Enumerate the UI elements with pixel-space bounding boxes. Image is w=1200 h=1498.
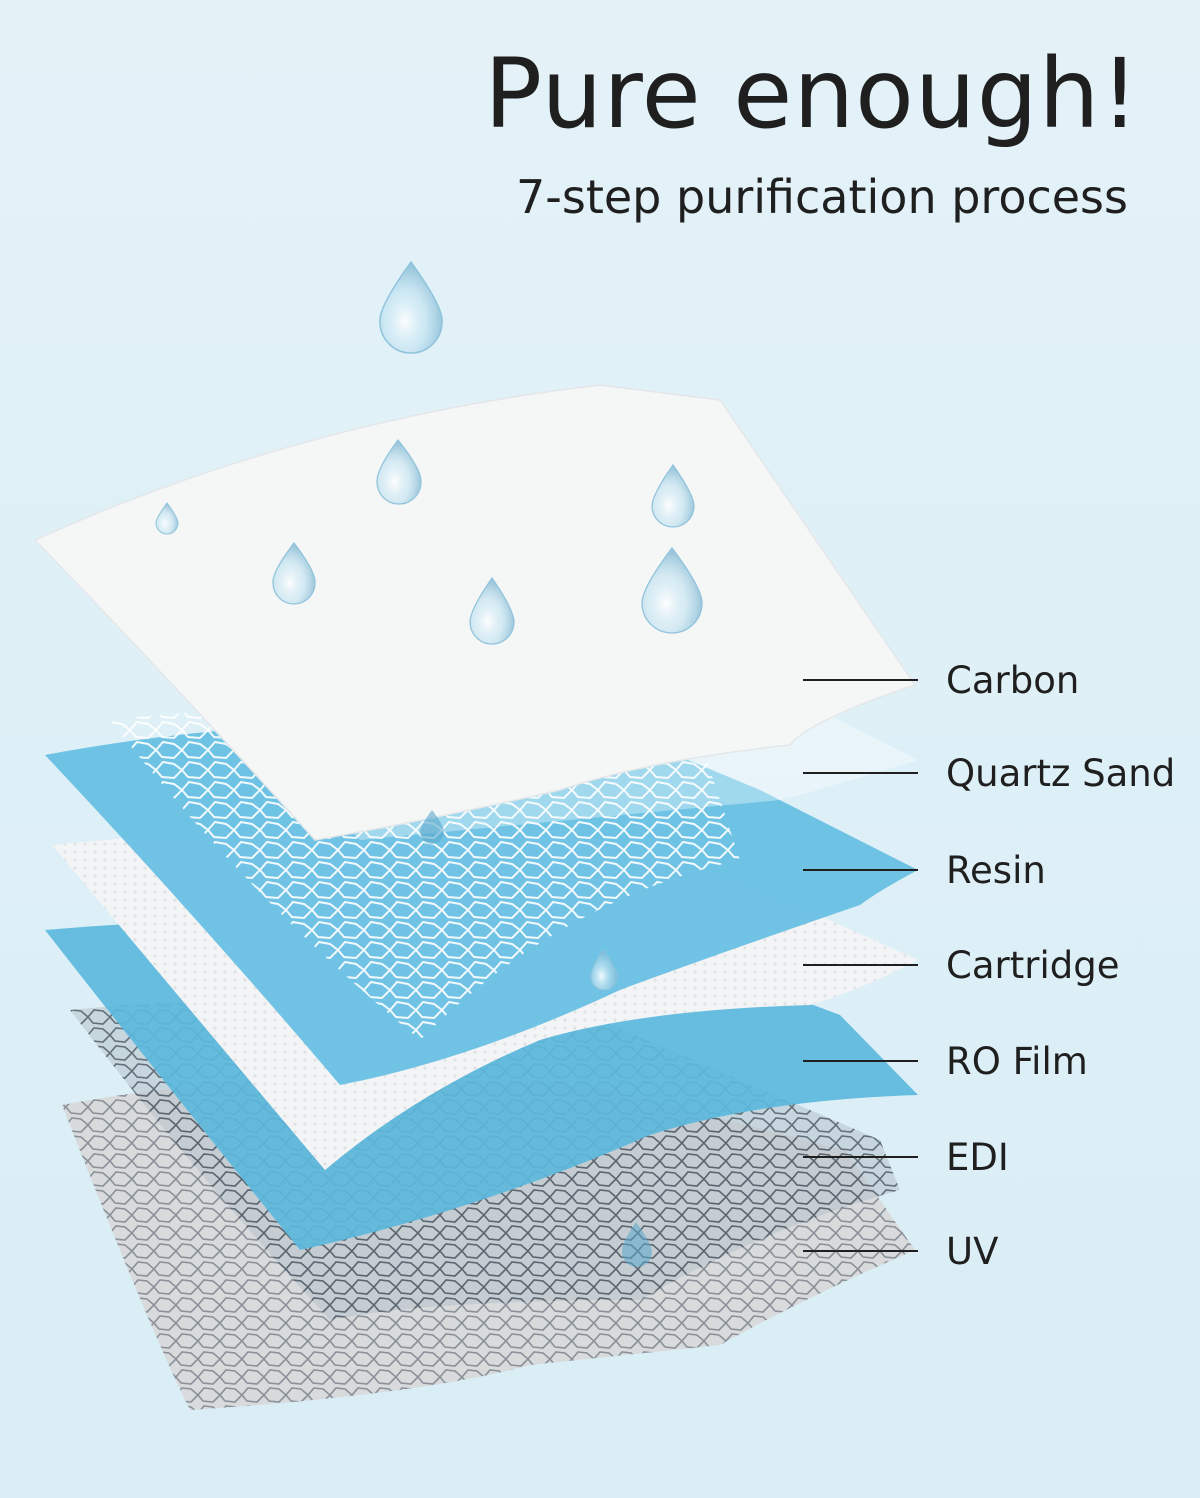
layer-label-edi: EDI bbox=[946, 1136, 1009, 1179]
layer-label-ro-film: RO Film bbox=[946, 1040, 1088, 1083]
water-drop-icon bbox=[272, 542, 316, 605]
layer-label-cartridge: Cartridge bbox=[946, 944, 1120, 987]
water-drop-icon bbox=[590, 949, 618, 991]
water-drop-icon bbox=[379, 260, 443, 354]
water-drop-icon bbox=[376, 439, 422, 505]
layer-label-carbon: Carbon bbox=[946, 659, 1080, 702]
water-drop-icon bbox=[651, 463, 695, 528]
leader-lines bbox=[803, 679, 918, 1252]
water-drop-icon bbox=[420, 810, 444, 844]
layer-resin bbox=[45, 708, 918, 1085]
water-drop-icon bbox=[155, 502, 179, 535]
layer-label-resin: Resin bbox=[946, 849, 1046, 892]
page-title: Pure enough! bbox=[484, 38, 1140, 150]
water-droplets bbox=[155, 260, 703, 1267]
layer-label-quartz-sand: Quartz Sand bbox=[946, 752, 1176, 795]
water-drop-icon bbox=[469, 576, 515, 645]
layer-label-uv: UV bbox=[946, 1230, 999, 1273]
page-subtitle: 7-step purification process bbox=[516, 170, 1128, 224]
water-drop-icon bbox=[621, 1222, 652, 1267]
water-drop-icon bbox=[641, 546, 703, 634]
